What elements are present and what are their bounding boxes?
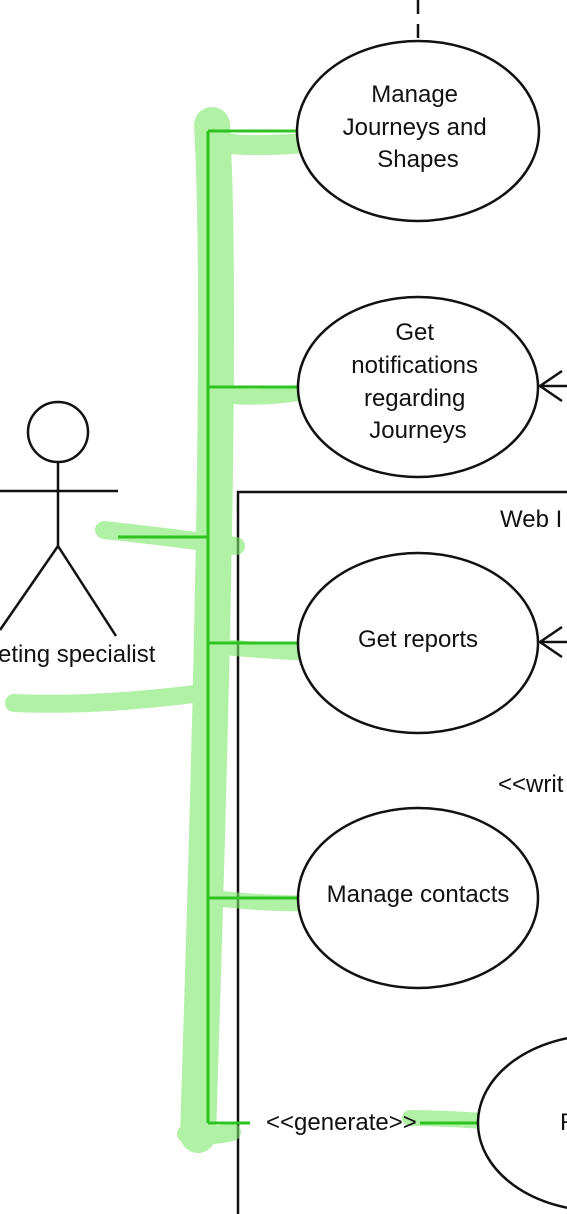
use-case-get-reports-label: Get reports <box>358 626 478 653</box>
svg-text:Get notifications rega: Get notifications regarding Journeys <box>351 319 484 444</box>
svg-text:Manage Journeys and Sh: Manage Journeys and Shapes <box>343 81 494 173</box>
system-boundary-title: Web I <box>500 506 562 533</box>
use-case-manage-journeys[interactable] <box>295 39 541 223</box>
actor-head <box>26 400 90 464</box>
actor-leg-right <box>56 545 118 637</box>
use-case-get-notifications[interactable] <box>296 295 540 479</box>
use-case-get-notifications-line3: regarding <box>364 385 465 412</box>
highlight-bottom-end <box>177 1123 241 1145</box>
use-case-get-notifications-line2: notifications <box>351 352 478 379</box>
use-case-manage-contacts-label: Manage contacts <box>327 881 510 908</box>
relation-write-label: <<writ <box>498 771 564 798</box>
use-case-partial[interactable] <box>476 1035 567 1211</box>
highlight-actor-underline <box>5 683 219 713</box>
use-case-get-notifications-line4: Journeys <box>369 417 466 444</box>
actor-label: eting specialist <box>0 641 156 668</box>
arrow-reports-icon <box>537 625 567 659</box>
highlight-vertical <box>180 107 235 1153</box>
use-case-partial-label: R <box>560 1109 567 1136</box>
system-boundary <box>236 490 567 1214</box>
use-case-get-notifications-line1: Get <box>395 319 434 346</box>
use-case-manage-contacts[interactable] <box>296 806 540 990</box>
highlight-notifications <box>204 384 312 405</box>
actor-leg-left <box>0 545 60 631</box>
use-case-manage-journeys-line2: Journeys and <box>343 114 487 141</box>
relation-generate-label: <<generate>> <box>266 1109 417 1136</box>
use-case-manage-journeys-line1: Manage <box>371 81 458 108</box>
use-case-get-reports[interactable] <box>296 551 540 735</box>
association-lines <box>118 129 480 1125</box>
actor-figure <box>0 400 118 637</box>
use-case-manage-journeys-line3: Shapes <box>377 146 458 173</box>
arrow-notifications-icon <box>537 369 567 403</box>
